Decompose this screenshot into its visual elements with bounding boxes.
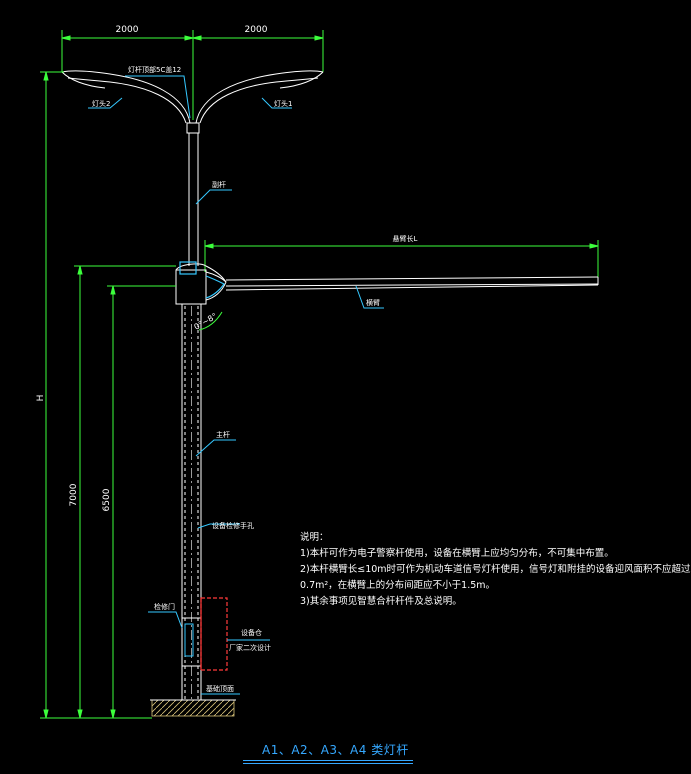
- label-cabinet-1: 设备仓: [241, 628, 262, 637]
- notes-heading: 说明：: [300, 532, 329, 543]
- label-lamp-left: 灯头2: [92, 99, 110, 108]
- dim-left-span: 2000: [116, 25, 139, 35]
- foundation: [150, 699, 236, 717]
- lamp-arms: [61, 70, 324, 124]
- note-item: 1)本杆可作为电子警察杆使用，设备在横臂上应均匀分布，不可集中布置。: [300, 548, 614, 559]
- label-cabinet-2: 厂家二次设计: [229, 643, 271, 652]
- note-item: 2)本杆横臂长≤10m时可作为机动车道信号灯杆使用，信号灯和附挂的设备迎风面积不…: [300, 564, 691, 575]
- title-underline: [243, 760, 413, 761]
- leader-lines: [88, 75, 384, 695]
- label-lamp-top: 灯杆顶部5C盖12: [128, 65, 181, 74]
- note-item: 0.7m²，在横臂上的分布间距应不小于1.5m。: [300, 580, 496, 591]
- joint-highlight: [179, 261, 225, 299]
- cabinet: [181, 597, 228, 671]
- label-arm: 横臂: [366, 298, 380, 307]
- label-upper-pole: 副杆: [212, 180, 226, 189]
- flange-joint: [175, 263, 227, 305]
- upper-pole: [186, 122, 200, 266]
- dim-height-6500: 6500: [102, 488, 112, 511]
- height-dimensions: [40, 71, 176, 719]
- arm-length-label: 悬臂长L: [393, 234, 418, 243]
- cross-arm: [225, 276, 599, 291]
- label-cable-hole: 设备检修手孔: [212, 521, 254, 530]
- label-lamp-right: 灯头1: [274, 99, 292, 108]
- dim-right-span: 2000: [245, 25, 268, 35]
- top-dimension: [61, 30, 324, 120]
- title-underline-2: [243, 763, 413, 764]
- dim-total-height: H: [36, 395, 46, 402]
- note-item: 3)其余事项见智慧合杆杆件及总说明。: [300, 596, 462, 607]
- drawing-title: A1、A2、A3、A4 类灯杆: [262, 743, 409, 757]
- label-main-pole: 主杆: [216, 430, 230, 439]
- dim-height-7000: 7000: [69, 483, 79, 506]
- angle-arc: [198, 311, 223, 331]
- design-notes: 说明： 1)本杆可作为电子警察杆使用，设备在横臂上应均匀分布，不可集中布置。 2…: [300, 530, 691, 610]
- label-door: 检修门: [154, 602, 175, 611]
- label-foundation: 基础顶面: [206, 684, 234, 693]
